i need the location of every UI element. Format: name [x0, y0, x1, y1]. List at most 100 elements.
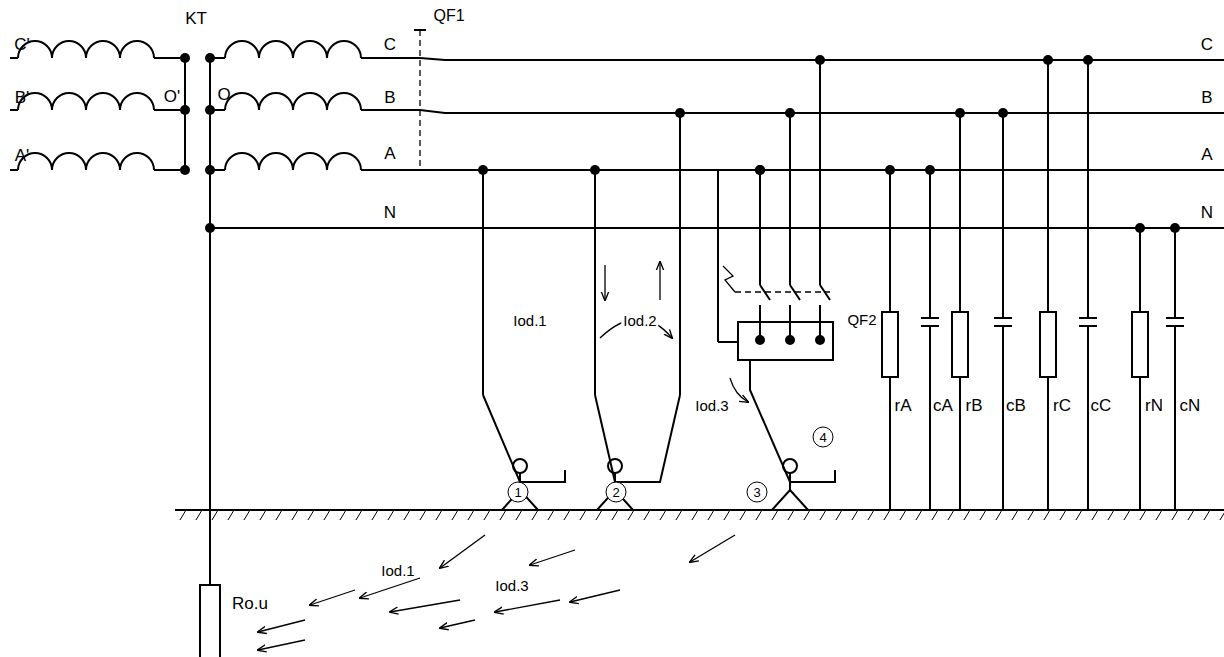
- star-point-label: O: [217, 86, 230, 103]
- person-head: [513, 459, 527, 473]
- current-arrow: [390, 600, 460, 612]
- resistor-lead: [959, 377, 961, 510]
- person-body: [502, 473, 538, 510]
- callout-number: 4: [819, 431, 826, 444]
- current-arrow: [360, 578, 420, 598]
- current-arrow: [440, 535, 485, 568]
- resistor-lead: [889, 170, 891, 312]
- current-arrow: [659, 262, 660, 300]
- frame-wire: [718, 341, 738, 343]
- junction-dot: [180, 53, 190, 63]
- touch-wire: [594, 170, 596, 395]
- device-feed: [819, 305, 821, 340]
- junction-dot: [1043, 55, 1053, 65]
- junction-dot: [785, 108, 795, 118]
- breaker-contact: [420, 58, 445, 60]
- current-arrow: [570, 590, 620, 602]
- resistor-lead: [1047, 377, 1049, 510]
- junction-dot: [815, 55, 825, 65]
- callout-number: 1: [514, 486, 521, 499]
- insulation-label: rC: [1053, 397, 1071, 414]
- current-arrow: [310, 590, 355, 605]
- callout-circle: [606, 482, 626, 502]
- insulation-label: rN: [1145, 397, 1163, 414]
- capacitor-lead: [1002, 113, 1004, 318]
- callout-circle: [508, 482, 528, 502]
- winding-lead: [10, 57, 18, 59]
- secondary-winding: [225, 153, 361, 170]
- device-feed: [819, 60, 821, 285]
- resistor-lead: [1047, 60, 1049, 312]
- winding-lead: [10, 109, 18, 111]
- resistor-symbol: [882, 312, 898, 377]
- terminal: [755, 335, 765, 345]
- primary-winding: [18, 41, 154, 58]
- breaker-label: QF1: [433, 8, 464, 24]
- device-enclosure: [738, 322, 833, 360]
- capacitor-plate: [921, 317, 939, 319]
- phase-label: C: [1201, 36, 1213, 53]
- ground-line: [175, 509, 1224, 511]
- current-arrow: [604, 265, 605, 300]
- qf2-link: [735, 291, 830, 292]
- junction-dot: [675, 108, 685, 118]
- resistor-lead: [1139, 377, 1141, 510]
- resistor-lead: [889, 377, 891, 510]
- ground-hatch: [175, 510, 1224, 520]
- insulation-label: rB: [966, 397, 983, 414]
- person-body: [597, 473, 633, 510]
- transformer-label: KT: [185, 10, 207, 27]
- breaker-link: [419, 30, 420, 170]
- current-label: Iod.2: [621, 313, 658, 328]
- junction-dot: [205, 223, 215, 233]
- device-feed: [759, 305, 761, 340]
- callout-number: 2: [612, 486, 619, 499]
- junction-dot: [885, 165, 895, 175]
- insulation-label: cN: [1180, 397, 1201, 414]
- capacitor-lead: [1174, 228, 1176, 318]
- resistor-symbol: [1132, 312, 1148, 377]
- junction-dot: [955, 108, 965, 118]
- primary-winding: [18, 153, 154, 170]
- capacitor-plate: [1079, 317, 1097, 319]
- frame-wire: [717, 170, 719, 342]
- device-feed: [789, 305, 791, 340]
- primary-winding: [18, 93, 154, 110]
- insulation-label: cC: [1091, 397, 1112, 414]
- person-head: [783, 459, 797, 473]
- current-label: Iod.3: [693, 398, 730, 413]
- terminal: [785, 335, 795, 345]
- neutral-label: N: [1201, 204, 1213, 221]
- breaker-contact: [420, 169, 445, 171]
- capacitor-lead: [1087, 326, 1089, 510]
- phase-bus-a: [445, 169, 1224, 171]
- junction-dot: [205, 53, 215, 63]
- person-head: [608, 459, 622, 473]
- resistor-lead: [959, 113, 961, 312]
- person-arms: [595, 395, 680, 482]
- junction-dot: [1135, 223, 1145, 233]
- capacitor-plate: [1166, 317, 1184, 319]
- winding-label: C': [14, 36, 30, 53]
- phase-label: A: [384, 145, 395, 162]
- star-point-label: O': [164, 88, 180, 105]
- junction-dot: [478, 165, 488, 175]
- resistor-symbol: [1040, 312, 1056, 377]
- current-label: Iod.1: [379, 563, 416, 578]
- junction-dot: [205, 165, 215, 175]
- current-arc: [730, 378, 748, 402]
- junction-dot: [180, 105, 190, 115]
- earth-resistor: [200, 585, 220, 657]
- current-label: Iod.1: [511, 313, 548, 328]
- breaker-contact: [420, 110, 445, 113]
- junction-dot: [1083, 55, 1093, 65]
- junction-dot: [1170, 223, 1180, 233]
- breaker-handle: [414, 29, 426, 31]
- secondary-winding: [225, 93, 361, 110]
- phase-wire: [361, 169, 420, 171]
- phase-label: B: [384, 89, 395, 106]
- winding-label: B': [15, 89, 30, 106]
- phase-wire: [361, 57, 420, 59]
- phase-label: A: [1201, 146, 1212, 163]
